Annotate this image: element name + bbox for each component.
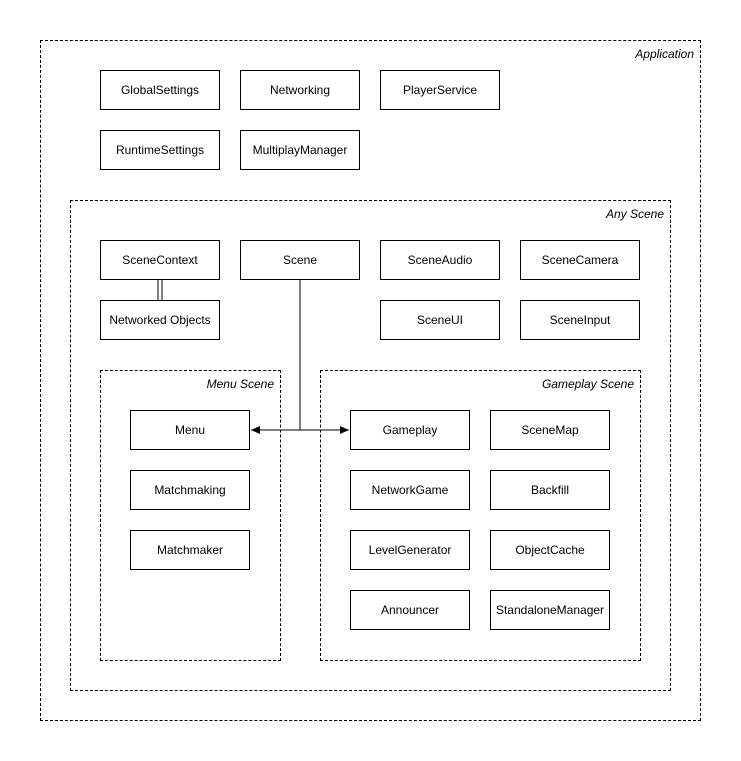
scene-map-node[interactable]: SceneMap (490, 410, 610, 450)
gameplay-scene-label: Gameplay Scene (541, 377, 634, 391)
global-settings-node[interactable]: GlobalSettings (100, 70, 220, 110)
announcer-node[interactable]: Announcer (350, 590, 470, 630)
application-label: Application (635, 47, 694, 61)
any-scene-label: Any Scene (605, 207, 664, 221)
player-service-node[interactable]: PlayerService (380, 70, 500, 110)
standalone-manager-node[interactable]: StandaloneManager (490, 590, 610, 630)
object-cache-node[interactable]: ObjectCache (490, 530, 610, 570)
gameplay-scene-region: Gameplay Scene (320, 370, 641, 661)
matchmaking-node[interactable]: Matchmaking (130, 470, 250, 510)
runtime-settings-node[interactable]: RuntimeSettings (100, 130, 220, 170)
scene-audio-node[interactable]: SceneAudio (380, 240, 500, 280)
gameplay-node[interactable]: Gameplay (350, 410, 470, 450)
menu-scene-label: Menu Scene (206, 377, 274, 391)
matchmaker-node[interactable]: Matchmaker (130, 530, 250, 570)
networked-objects-node[interactable]: Networked Objects (100, 300, 220, 340)
scene-context-node[interactable]: SceneContext (100, 240, 220, 280)
level-generator-node[interactable]: LevelGenerator (350, 530, 470, 570)
scene-camera-node[interactable]: SceneCamera (520, 240, 640, 280)
scene-ui-node[interactable]: SceneUI (380, 300, 500, 340)
scene-node[interactable]: Scene (240, 240, 360, 280)
menu-node[interactable]: Menu (130, 410, 250, 450)
menu-scene-region: Menu Scene (100, 370, 281, 661)
application-region: Application (40, 40, 701, 721)
network-game-node[interactable]: NetworkGame (350, 470, 470, 510)
backfill-node[interactable]: Backfill (490, 470, 610, 510)
multiplay-manager-node[interactable]: MultiplayManager (240, 130, 360, 170)
any-scene-region: Any Scene (70, 200, 671, 691)
scene-input-node[interactable]: SceneInput (520, 300, 640, 340)
networking-node[interactable]: Networking (240, 70, 360, 110)
